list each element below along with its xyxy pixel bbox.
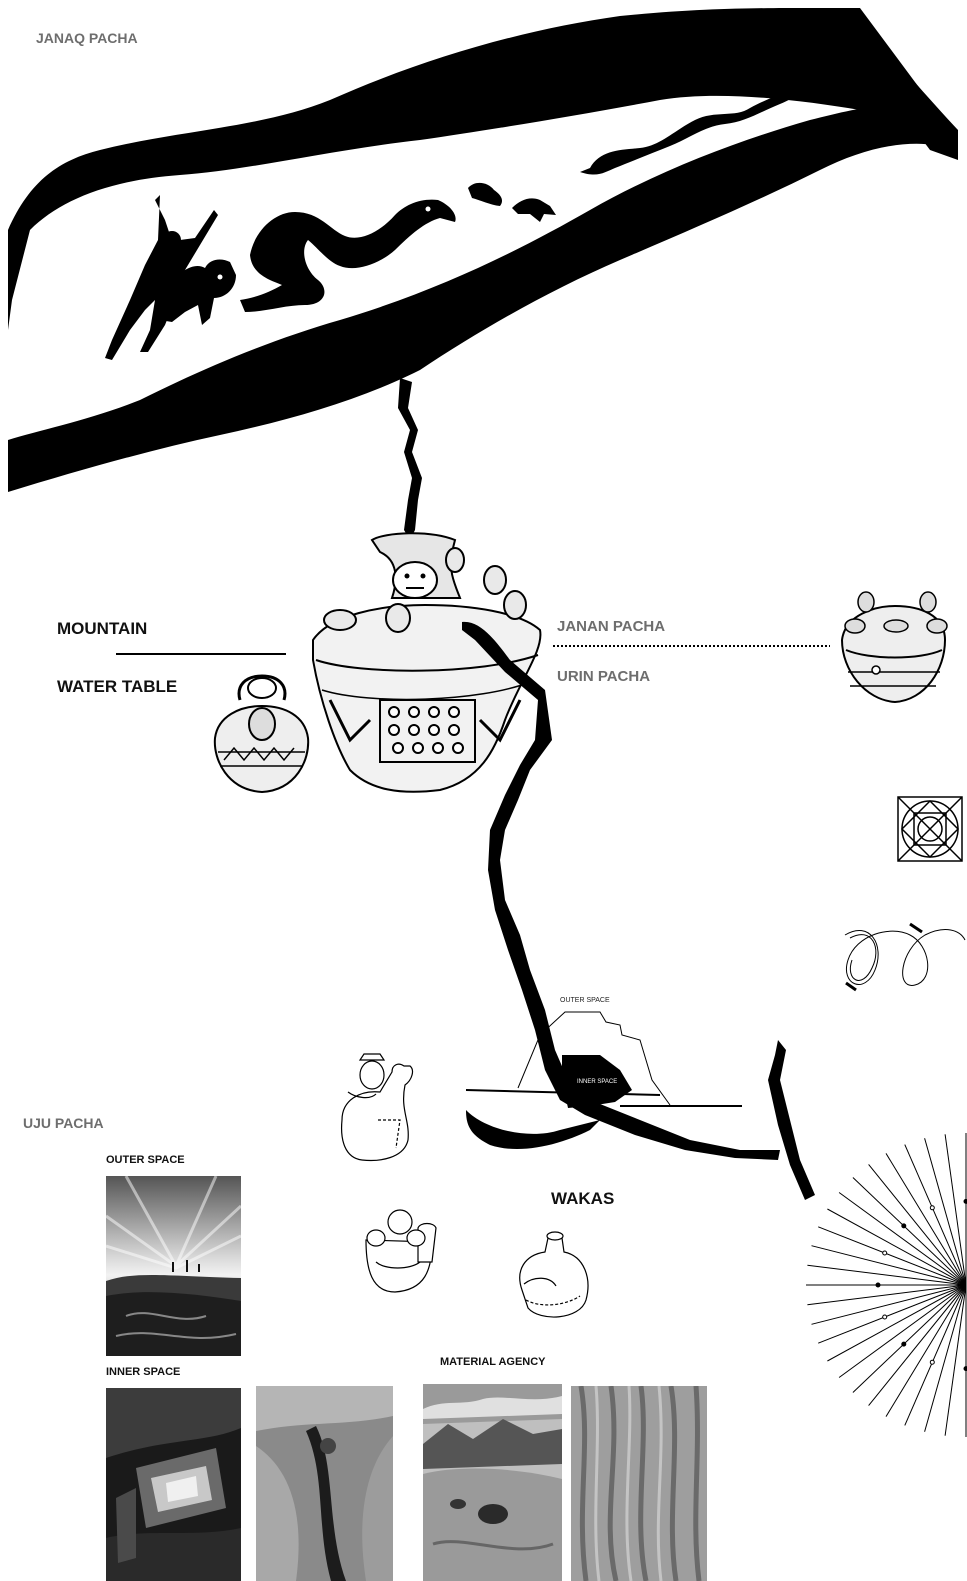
radial-marker <box>930 1360 934 1364</box>
waka-vessel-icon <box>342 1054 413 1160</box>
radial-marker <box>930 1206 934 1210</box>
janan-pacha-label: JANAN PACHA <box>557 618 665 635</box>
ceramic-vessel-icon <box>215 676 308 792</box>
bird-icon <box>512 198 556 222</box>
crack-branch <box>466 1110 600 1149</box>
spiral-icon <box>845 924 965 990</box>
radial-line <box>886 1153 966 1285</box>
inner-space-label: INNER SPACE <box>106 1366 180 1378</box>
radial-line <box>886 1285 966 1417</box>
radial-lines-icon <box>806 1133 967 1437</box>
janaq-pacha-label: JANAQ PACHA <box>36 30 138 46</box>
radial-line <box>925 1138 966 1285</box>
ceramic-vessel-icon <box>842 592 947 702</box>
right-crack <box>768 1040 815 1200</box>
uju-pacha-label: UJU PACHA <box>23 1115 104 1131</box>
radial-line <box>905 1145 966 1285</box>
inner-space-diagram-label: INNER SPACE <box>577 1079 617 1085</box>
waka-vessel-icon <box>366 1210 436 1292</box>
radial-line <box>853 1178 966 1286</box>
radial-line <box>827 1209 966 1285</box>
radial-marker <box>902 1224 906 1228</box>
mandala-icon <box>898 797 962 861</box>
inner-space-photo <box>106 1388 241 1581</box>
waka-vessel-icon <box>520 1232 588 1317</box>
wakas-label: WAKAS <box>551 1189 614 1209</box>
radial-line <box>925 1285 966 1432</box>
water-table-label: WATER TABLE <box>57 677 177 697</box>
crevice-photo <box>256 1386 393 1581</box>
radial-marker <box>902 1342 906 1346</box>
radial-line <box>812 1285 967 1324</box>
outer-space-diagram-label: OUTER SPACE <box>560 997 610 1004</box>
mountain-label: MOUNTAIN <box>57 619 147 639</box>
radial-line <box>853 1285 966 1393</box>
bird-icon <box>468 183 502 206</box>
radial-line <box>812 1246 967 1285</box>
urin-pacha-label: URIN PACHA <box>557 668 650 685</box>
radial-line <box>905 1285 966 1425</box>
radial-marker <box>876 1283 880 1287</box>
radial-line <box>827 1285 966 1361</box>
material-agency-photo-2 <box>571 1386 707 1581</box>
outer-space-label: OUTER SPACE <box>106 1154 185 1166</box>
radial-marker <box>883 1251 887 1255</box>
material-agency-label: MATERIAL AGENCY <box>440 1356 546 1368</box>
outer-space-photo <box>106 1176 241 1356</box>
material-agency-photo-1 <box>423 1384 562 1581</box>
radial-marker <box>883 1315 887 1319</box>
upper-crack <box>398 378 422 540</box>
